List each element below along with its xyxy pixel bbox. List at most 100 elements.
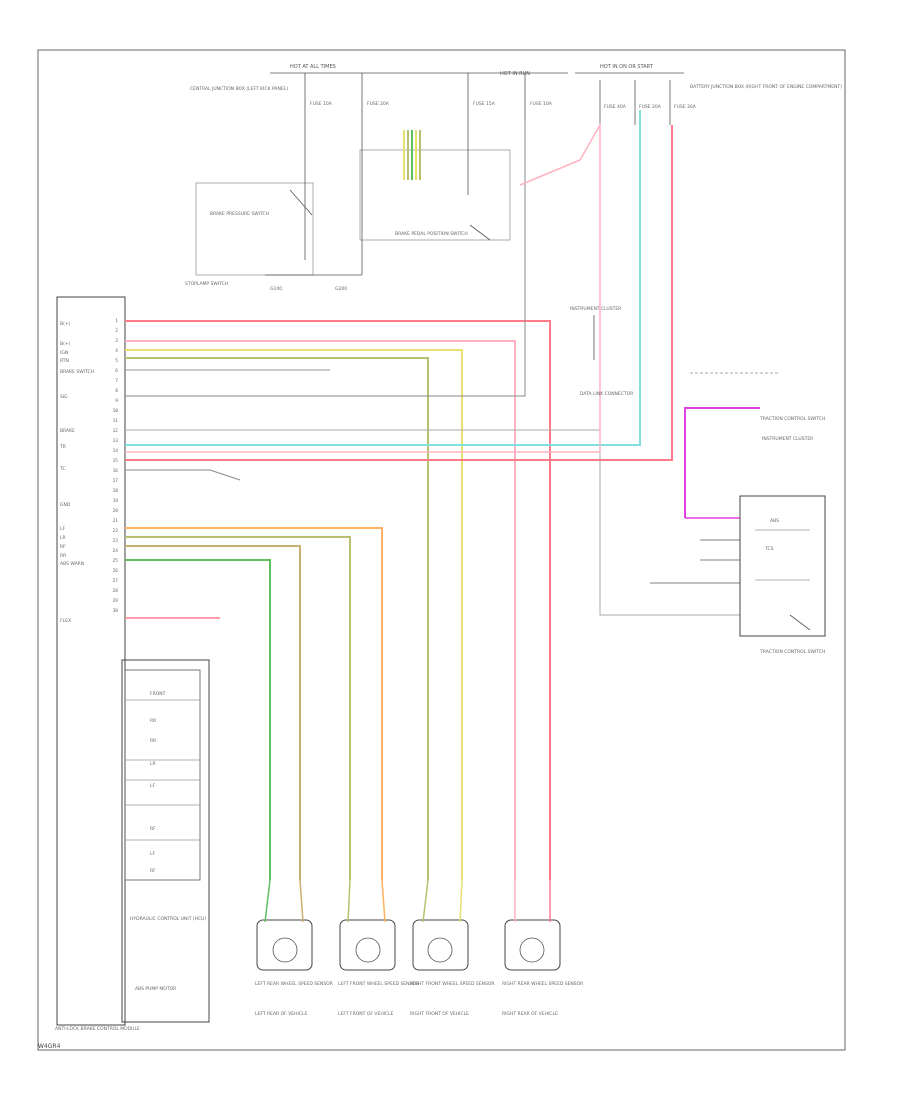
- sensor-lr-desc: LEFT REAR OF VEHICLE: [255, 1011, 307, 1017]
- hcu-item-1: FRONT: [150, 691, 166, 697]
- abs-pin-number: 16: [113, 468, 119, 474]
- abs-pin-number: 17: [113, 478, 119, 484]
- abs-pin-number: 13: [113, 438, 119, 444]
- wire-green-1: [125, 559, 271, 880]
- pin-label-1: B(+): [60, 321, 71, 327]
- fuse-3: FUSE 15A: [473, 101, 496, 107]
- wire-yellow-1: [125, 349, 463, 880]
- fuse-7: FUSE 30A: [674, 104, 697, 110]
- abs-pin-number: 20: [113, 508, 119, 514]
- pin-label-9: GND: [60, 502, 71, 508]
- abs-pin-number: 9: [115, 398, 118, 404]
- hcu-item-5: LF: [150, 783, 156, 789]
- sensor-lr-label: LEFT REAR WHEEL SPEED SENSOR: [255, 981, 333, 987]
- abs-pin-number: 14: [113, 448, 119, 454]
- abs-pin-number: 3: [115, 338, 118, 344]
- abs-pin-number: 2: [115, 328, 118, 334]
- abs-pin-number: 11: [113, 418, 119, 424]
- abs-pin-number: 10: [113, 408, 119, 414]
- pin-label-3: IGN: [60, 350, 68, 356]
- fuse-header-right: HOT IN ON OR START: [600, 64, 654, 70]
- pin-label-11: LR: [60, 535, 66, 541]
- pin-label-10: LF: [60, 526, 66, 532]
- traction-top-label: TRACTION CONTROL SWITCH: [759, 416, 825, 422]
- hcu-item-7: LF: [150, 851, 156, 857]
- pin-label-7: BRAKE: [60, 428, 75, 434]
- fuse-2: FUSE 20A: [367, 101, 390, 107]
- hcu-item-3: RR: [150, 738, 156, 744]
- abs-pin-number: 1: [115, 318, 118, 324]
- pin-label-6: SIG: [60, 394, 68, 400]
- wire-red-1: [125, 320, 551, 880]
- pin-label-2: B(+): [60, 341, 71, 347]
- wire-pink-1: [125, 340, 516, 880]
- stoplamp-switch-label: STOPLAMP SWITCH: [185, 281, 228, 287]
- hcu-desc: HYDRAULIC CONTROL UNIT (HCU): [130, 916, 206, 922]
- abs-pin-number: 27: [113, 578, 119, 584]
- sensor-lf-desc: LEFT FRONT OF VEHICLE: [338, 1011, 394, 1017]
- abs-pin-number: 21: [113, 518, 119, 524]
- abs-warn-label: ABS: [770, 518, 779, 524]
- abs-pin-number: 25: [113, 558, 119, 564]
- tcs-label: TCS: [764, 546, 774, 552]
- wire-olive-1: [125, 357, 429, 880]
- sensor-rf: RIGHT FRONT WHEEL SPEED SENSOR RIGHT FRO…: [410, 879, 495, 1017]
- hcu-item-6: RF: [150, 826, 156, 832]
- diagram-frame: [37, 49, 846, 1051]
- sensor-lf-label: LEFT FRONT WHEEL SPEED SENSOR: [338, 981, 419, 987]
- sensor-rr-desc: RIGHT REAR OF VEHICLE: [502, 1011, 558, 1017]
- wire-red-2: [125, 125, 673, 461]
- fuse-5: FUSE 40A: [604, 104, 627, 110]
- wire-orange-1: [125, 527, 383, 880]
- abs-pin-number: 12: [113, 428, 119, 434]
- wheel-sensors: LEFT REAR WHEEL SPEED SENSOR LEFT REAR O…: [255, 879, 583, 1017]
- fuse-1: FUSE 10A: [310, 101, 333, 107]
- abs-pin-number: 29: [113, 598, 119, 604]
- fuse-6: FUSE 20A: [639, 104, 662, 110]
- pin-label-16: FLEX: [60, 618, 71, 624]
- g200-label: G200: [335, 286, 347, 292]
- hcu-item-8: RF: [150, 868, 156, 874]
- abs-module-title: ANTI-LOCK BRAKE CONTROL MODULE: [55, 1026, 140, 1032]
- pump-motor-label: ABS PUMP MOTOR: [135, 986, 176, 992]
- abs-pin-number: 6: [115, 368, 118, 374]
- sensor-rr-label: RIGHT REAR WHEEL SPEED SENSOR: [502, 981, 583, 987]
- pin-label-14: ABS WARN: [60, 561, 84, 567]
- sensor-rf-desc: RIGHT FRONT OF VEHICLE: [410, 1011, 469, 1017]
- right-ground-label: INSTRUMENT CLUSTER: [570, 306, 621, 312]
- abs-module: FRONT RR RR LR LF RF LF RF HYDRAULIC CON…: [55, 296, 210, 1032]
- g100-label: G100: [270, 286, 282, 292]
- wire-gray-3: [125, 429, 740, 616]
- traction-switch-desc: TRACTION CONTROL SWITCH: [759, 649, 825, 655]
- fuse-desc-right: BATTERY JUNCTION BOX (RIGHT FRONT OF ENG…: [690, 84, 842, 90]
- wire-gray-4: [125, 469, 241, 481]
- wire-olive-3: [125, 545, 301, 880]
- fuse-desc-left: CENTRAL JUNCTION BOX (LEFT KICK PANEL): [190, 86, 288, 92]
- pin-label-8: TR: [59, 444, 66, 450]
- abs-pin-number: 7: [115, 378, 118, 384]
- diagram-footer-code: W4GR4: [38, 1043, 61, 1050]
- hcu-item-4: LR: [150, 761, 156, 767]
- wire-gray-2: [125, 120, 526, 397]
- abs-pin-number: 23: [113, 538, 119, 544]
- abs-pin-number: 24: [113, 548, 119, 554]
- wire-pink-2: [125, 122, 601, 453]
- abs-pin-number: 26: [113, 568, 119, 574]
- abs-pin-number: 19: [113, 498, 119, 504]
- abs-pin-number: 15: [113, 458, 119, 464]
- abs-pin-number: 8: [115, 388, 118, 394]
- fuse-4: FUSE 10A: [530, 101, 553, 107]
- brake-pedal-switch: BRAKE PEDAL POSITION SWITCH: [395, 231, 468, 237]
- abs-pin-number: 4: [115, 348, 118, 354]
- sensor-lr: LEFT REAR WHEEL SPEED SENSOR LEFT REAR O…: [255, 879, 333, 1017]
- pin-label-4: RTN: [60, 358, 69, 364]
- wire-harness: [125, 110, 760, 880]
- abs-pin-number: 28: [113, 588, 119, 594]
- data-link-label: DATA LINK CONNECTOR: [580, 391, 633, 397]
- wire-magenta-1: [684, 407, 760, 518]
- sensor-lf: LEFT FRONT WHEEL SPEED SENSOR LEFT FRONT…: [338, 879, 419, 1017]
- abs-pin-number: 30: [113, 608, 119, 614]
- fuse-header-left: HOT AT ALL TIMES: [290, 64, 336, 70]
- pin-label-12: RF: [60, 544, 66, 550]
